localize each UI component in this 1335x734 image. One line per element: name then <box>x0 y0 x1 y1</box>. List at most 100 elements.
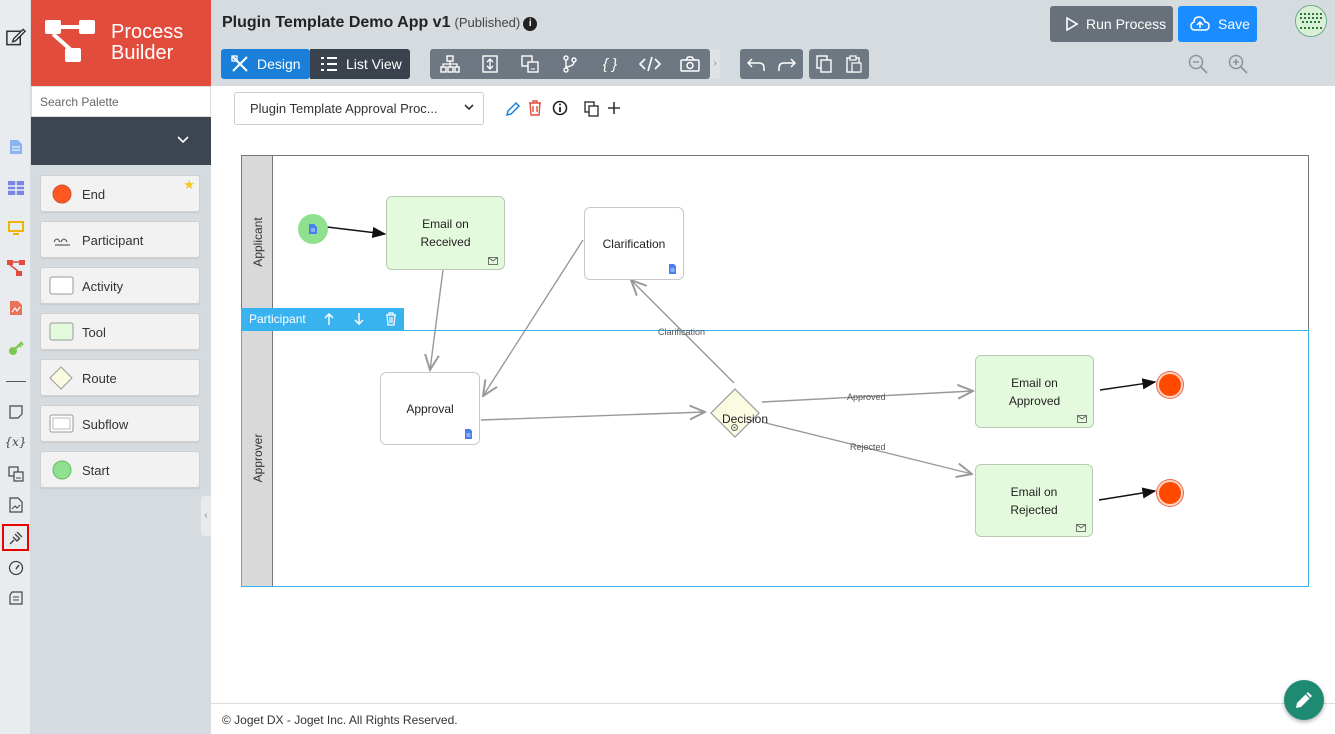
flow-clarification-to-approval[interactable] <box>483 239 584 396</box>
email-envelope-icon <box>1076 524 1086 532</box>
process-select[interactable]: Plugin Template Approval Proc... <box>234 92 484 125</box>
start-node[interactable] <box>298 214 328 244</box>
variables-icon[interactable]: {x} <box>4 434 27 449</box>
email-envelope-icon <box>488 257 498 265</box>
align-icon[interactable] <box>470 49 510 79</box>
flow-email-approved-to-end[interactable] <box>1099 378 1157 391</box>
avatar[interactable] <box>1295 5 1327 37</box>
logs-icon[interactable] <box>5 588 26 609</box>
node-decision[interactable]: Decision <box>709 387 768 439</box>
dashboard-gauge-icon[interactable] <box>5 557 26 578</box>
star-icon: ★ <box>183 177 195 192</box>
performance-icon[interactable] <box>5 494 26 515</box>
undo-icon[interactable] <box>740 56 771 72</box>
undo-redo-group <box>740 49 803 79</box>
node-label: Decision <box>722 412 769 426</box>
footer-text: © Joget DX - Joget Inc. All Rights Reser… <box>222 713 458 727</box>
notes-icon[interactable] <box>5 401 26 422</box>
edit-app-icon[interactable] <box>5 26 26 47</box>
palette-item-tool[interactable]: Tool <box>40 313 200 350</box>
move-up-arrow-icon[interactable] <box>323 312 335 326</box>
end-node-rejected[interactable] <box>1157 480 1183 506</box>
run-process-button[interactable]: Run Process <box>1050 6 1173 42</box>
tool-icon <box>49 322 74 341</box>
palette-category-dropdown[interactable] <box>31 117 211 165</box>
api-key-icon[interactable] <box>5 337 26 358</box>
design-tab[interactable]: Design <box>221 49 310 79</box>
flow-decision-approved[interactable] <box>761 391 973 403</box>
cloud-upload-icon <box>1190 16 1210 31</box>
translate-icon[interactable] <box>5 463 26 484</box>
code-icon[interactable] <box>630 49 670 79</box>
node-label: Clarification <box>602 236 666 251</box>
lane-approver-selected[interactable] <box>241 330 1309 587</box>
flow-approval-to-decision[interactable] <box>480 412 705 421</box>
camera-icon[interactable] <box>670 49 710 79</box>
scroll-right-chevron-icon[interactable]: › <box>710 49 720 79</box>
report-builder-icon[interactable] <box>5 297 26 318</box>
palette-item-route[interactable]: Route <box>40 359 200 396</box>
save-label: Save <box>1218 16 1250 32</box>
node-email-on-rejected[interactable]: Email on Rejected <box>975 464 1093 537</box>
node-email-on-received[interactable]: Email on Received <box>386 196 505 270</box>
info-icon[interactable]: i <box>523 17 538 31</box>
redo-icon[interactable] <box>771 56 802 72</box>
lane-label-applicant[interactable]: Applicant <box>242 156 273 330</box>
plugin-icon[interactable] <box>2 524 29 551</box>
palette-item-subflow[interactable]: Subflow <box>40 405 200 442</box>
duplicate-icon[interactable] <box>584 101 599 117</box>
list-view-tab[interactable]: List View <box>310 49 410 79</box>
node-clarification[interactable]: Clarification <box>584 207 684 280</box>
logo-title-line1: Process <box>111 21 184 43</box>
process-builder-icon[interactable] <box>5 257 26 278</box>
flow-decision-to-clarification[interactable] <box>631 280 735 384</box>
list-view-label: List View <box>346 56 402 72</box>
flow-email-received-to-approval[interactable] <box>430 269 444 370</box>
edit-fab-button[interactable] <box>1284 680 1324 720</box>
participant-toolbar: Participant <box>241 308 404 330</box>
node-label: Approval <box>406 401 454 416</box>
userview-builder-icon[interactable] <box>5 217 26 238</box>
palette-item-participant[interactable]: Participant <box>40 221 200 258</box>
subflow-icon <box>49 414 74 433</box>
move-down-arrow-icon[interactable] <box>353 312 365 326</box>
delete-trash-icon[interactable] <box>528 100 542 116</box>
search-palette-input[interactable] <box>31 86 211 117</box>
node-approval[interactable]: Approval <box>380 372 480 445</box>
flow-email-rejected-to-end[interactable] <box>1098 487 1157 501</box>
flow-start-to-email-received[interactable] <box>326 226 387 239</box>
info-icon[interactable] <box>552 100 568 116</box>
node-label: Email on Approved <box>1008 375 1061 408</box>
copy-icon[interactable] <box>809 55 839 73</box>
route-diamond-icon <box>710 388 760 438</box>
add-plus-icon[interactable] <box>607 101 621 115</box>
start-circle-icon <box>52 460 72 480</box>
edit-pencil-icon[interactable] <box>505 101 521 117</box>
delete-trash-icon[interactable] <box>385 312 397 326</box>
save-button[interactable]: Save <box>1178 6 1257 42</box>
palette-item-label: Subflow <box>82 417 129 432</box>
node-label: Email on Received <box>420 217 471 249</box>
logo-title: Process Builder <box>111 22 201 64</box>
lane-label-approver[interactable]: Approver <box>242 331 273 586</box>
zoom-out-icon[interactable] <box>1188 54 1208 74</box>
datalist-builder-icon[interactable] <box>5 177 26 198</box>
end-node-approved[interactable] <box>1157 372 1183 398</box>
copy-paste-group <box>809 49 869 79</box>
collapse-palette-handle[interactable]: ‹ <box>201 496 211 536</box>
palette-item-end[interactable]: End ★ <box>40 175 200 212</box>
branch-icon[interactable] <box>550 49 590 79</box>
node-email-on-approved[interactable]: Email on Approved <box>975 355 1094 428</box>
flow-decision-rejected[interactable] <box>761 421 972 474</box>
participant-icon <box>53 238 70 246</box>
paste-icon[interactable] <box>839 55 869 73</box>
process-canvas[interactable]: Applicant Approver Participant Clarifica… <box>211 130 1335 703</box>
form-builder-icon[interactable] <box>5 136 26 157</box>
zoom-in-icon[interactable] <box>1228 54 1248 74</box>
auto-layout-icon[interactable] <box>430 49 470 79</box>
end-circle-icon <box>52 184 72 204</box>
json-braces-icon[interactable]: { } <box>602 55 618 73</box>
palette-item-start[interactable]: Start <box>40 451 200 488</box>
palette-item-activity[interactable]: Activity <box>40 267 200 304</box>
translate-tool-icon[interactable] <box>510 49 550 79</box>
